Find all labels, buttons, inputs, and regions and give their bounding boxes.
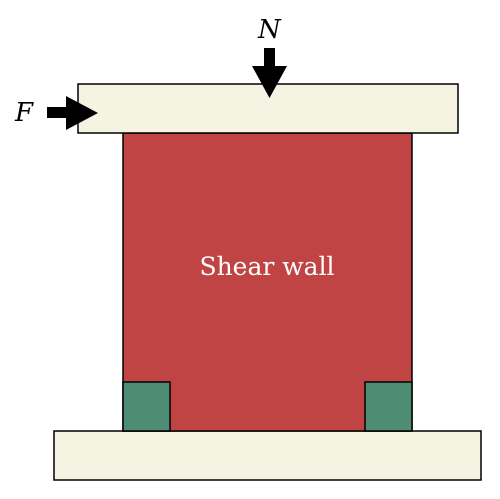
vertical-load-arrow-icon	[252, 48, 287, 98]
horizontal-load-label: F	[14, 98, 34, 128]
vertical-load-label: N	[257, 15, 282, 45]
shear-wall-panel	[122, 132, 413, 432]
horizontal-load-arrow-icon	[47, 96, 98, 130]
foundation-beam	[53, 430, 482, 481]
left-boundary-element	[122, 381, 171, 432]
right-boundary-element	[364, 381, 413, 432]
shear-wall-label: Shear wall	[199, 252, 334, 281]
